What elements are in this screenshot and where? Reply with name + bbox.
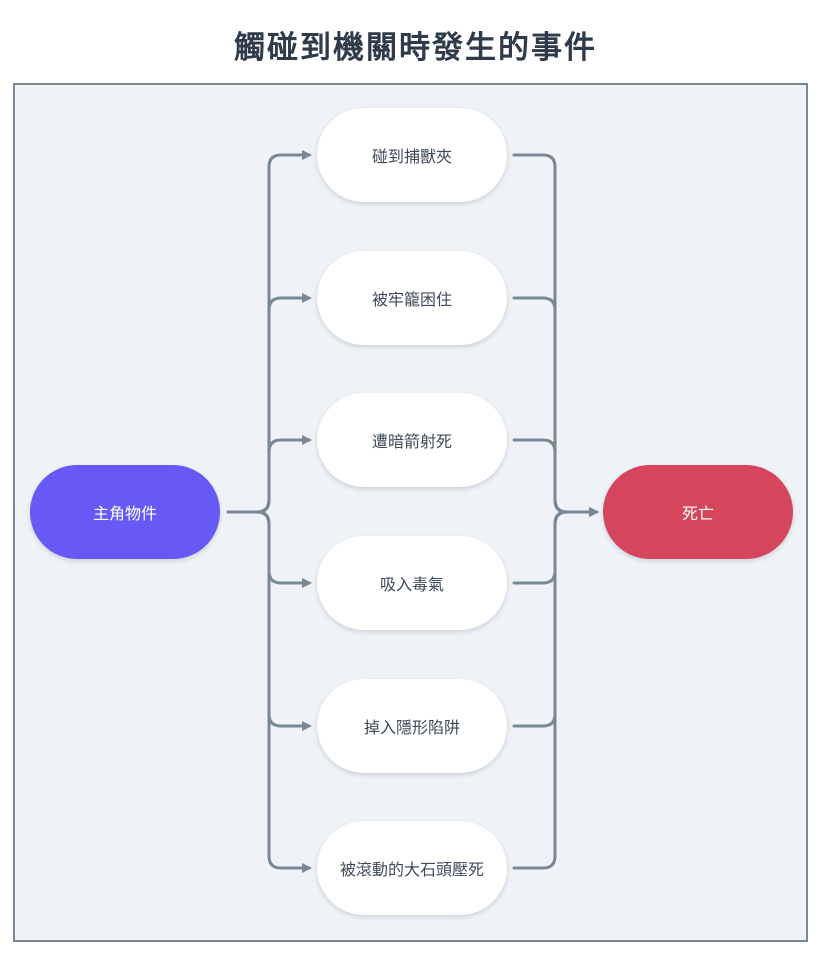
event-node-poison-gas[interactable]: 吸入毒氣 <box>317 536 507 630</box>
edge-source-to-event <box>226 435 312 514</box>
source-node-main-character[interactable]: 主角物件 <box>30 465 220 559</box>
diagram-title: 觸碰到機關時發生的事件 <box>234 30 597 66</box>
target-node-death[interactable]: 死亡 <box>603 465 793 559</box>
event-node-cage[interactable]: 被牢籠困住 <box>317 251 507 345</box>
edge-event-to-target <box>512 438 599 517</box>
event-node-arrow[interactable]: 遭暗箭射死 <box>317 393 507 487</box>
event-node-trap[interactable]: 碰到捕獸夾 <box>317 108 507 202</box>
event-node-rolling-boulder[interactable]: 被滾動的大石頭壓死 <box>317 821 507 915</box>
event-node-label: 被牢籠困住 <box>371 290 452 309</box>
edge-source-to-event <box>226 510 312 873</box>
edge-event-to-target <box>512 507 599 870</box>
event-node-label: 掉入隱形陷阱 <box>363 718 460 737</box>
event-node-label: 碰到捕獸夾 <box>371 147 452 166</box>
event-node-label: 被滾動的大石頭壓死 <box>339 860 484 879</box>
event-node-hidden-pit[interactable]: 掉入隱形陷阱 <box>317 679 507 773</box>
source-node-label: 主角物件 <box>92 504 157 523</box>
event-node-label: 遭暗箭射死 <box>371 432 452 451</box>
event-node-label: 吸入毒氣 <box>379 575 444 594</box>
target-node-label: 死亡 <box>681 504 714 523</box>
